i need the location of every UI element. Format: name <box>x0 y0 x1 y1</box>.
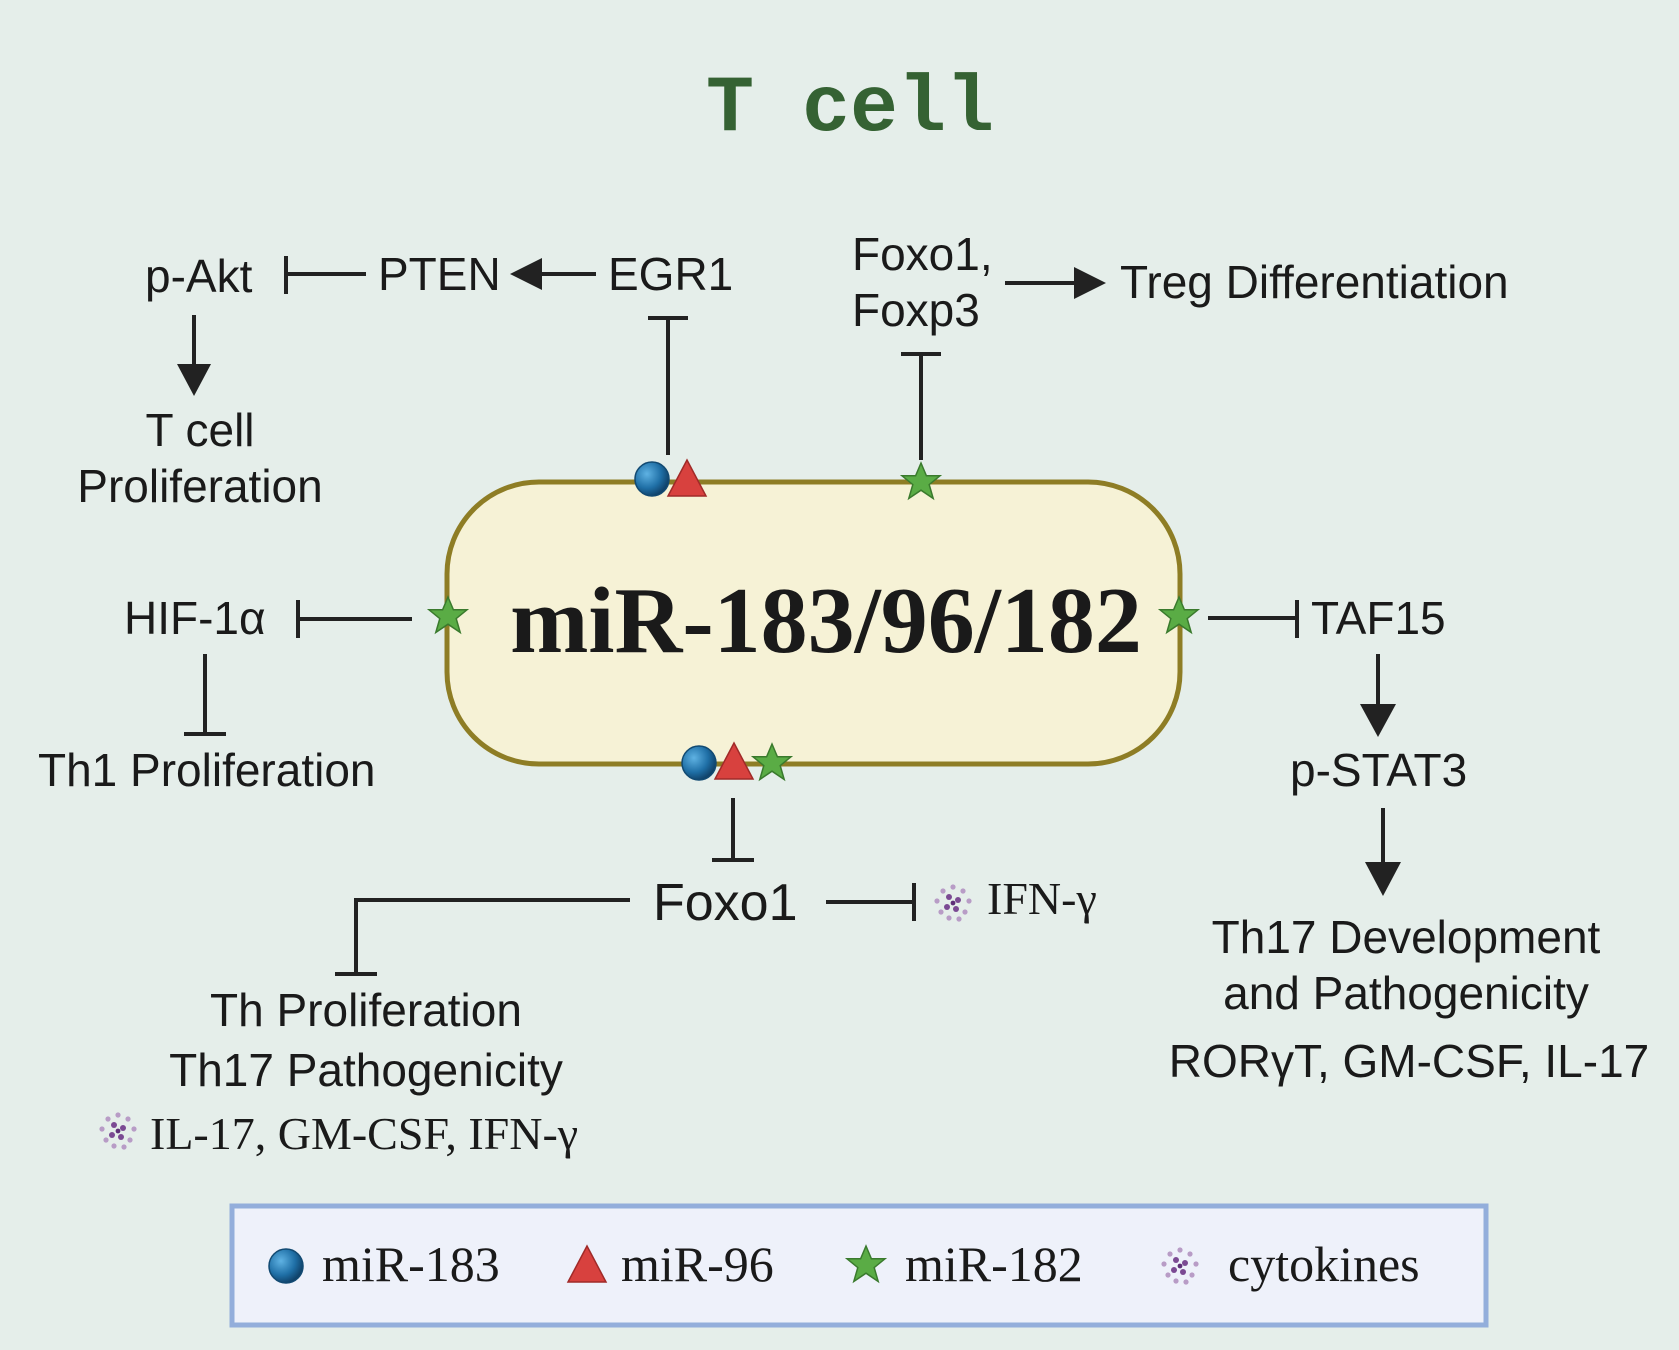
diagram-title: T cell <box>706 64 994 155</box>
node-th17-markers: RORγT, GM-CSF, IL-17 <box>1169 1035 1650 1087</box>
cytokine-icon <box>934 884 972 922</box>
legend-label-mir96: miR-96 <box>621 1236 774 1292</box>
mir183-icon <box>681 745 717 781</box>
mir183-icon <box>634 461 670 497</box>
node-treg-differentiation: Treg Differentiation <box>1120 256 1509 308</box>
node-th17-pathogenicity: Th17 Pathogenicity <box>169 1044 563 1096</box>
node-taf15: TAF15 <box>1311 592 1446 644</box>
node-th17-development-line2: and Pathogenicity <box>1223 967 1589 1019</box>
node-p-akt: p-Akt <box>145 250 253 302</box>
node-th-proliferation: Th Proliferation <box>210 984 522 1036</box>
node-foxo1-foxp3-line2: Foxp3 <box>852 284 980 336</box>
node-t-cell-prolif-line1: T cell <box>145 404 254 456</box>
node-foxo1: Foxo1 <box>653 874 798 932</box>
legend-mir183-icon <box>268 1248 304 1284</box>
legend-label-mir182: miR-182 <box>905 1236 1083 1292</box>
node-th17-development-line1: Th17 Development <box>1212 911 1601 963</box>
legend-label-cytokines: cytokines <box>1228 1236 1420 1292</box>
legend-label-mir183: miR-183 <box>322 1236 500 1292</box>
node-egr1: EGR1 <box>608 248 733 300</box>
node-p-stat3: p-STAT3 <box>1290 744 1467 796</box>
arrowhead-egr1-pten <box>510 258 542 290</box>
node-foxo1-foxp3-line1: Foxo1, <box>852 228 993 280</box>
arrowhead-foxp3-treg <box>1074 267 1106 299</box>
arrowhead-pakt-prolif <box>177 364 211 396</box>
arrowhead-pstat3-th17 <box>1365 862 1401 896</box>
arrowhead-taf15-pstat3 <box>1360 704 1396 737</box>
node-pten: PTEN <box>378 248 501 300</box>
mir96-icon <box>667 459 707 497</box>
cytokine-icon <box>99 1112 137 1150</box>
node-t-cell-prolif-line2: Proliferation <box>77 460 322 512</box>
node-hif1a: HIF-1α <box>124 592 266 644</box>
node-th-cytokines: IL-17, GM-CSF, IFN-γ <box>150 1108 578 1159</box>
node-ifn-gamma: IFN-γ <box>987 873 1097 924</box>
mirna-cluster-label: miR-183/96/182 <box>510 569 1142 673</box>
edge-foxo1-inhibits-th <box>354 898 630 974</box>
node-th1-proliferation: Th1 Proliferation <box>38 744 376 796</box>
